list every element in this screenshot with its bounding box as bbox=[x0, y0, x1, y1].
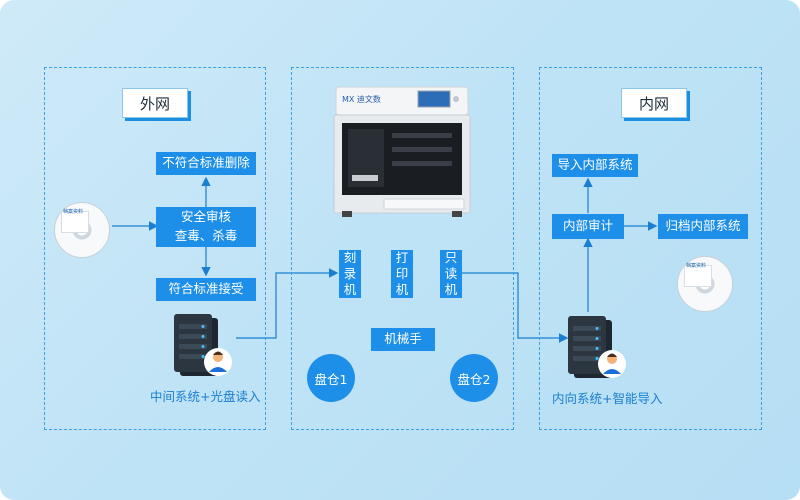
disc-bin-1: 盘仓1 bbox=[307, 354, 355, 402]
internal-audit-box: 内部审计 bbox=[552, 214, 624, 239]
accept-box: 符合标准接受 bbox=[156, 278, 256, 301]
reader-box: 只 读 机 bbox=[440, 250, 462, 298]
server-user-icon-inner bbox=[568, 316, 626, 378]
disc-bin-2: 盘仓2 bbox=[450, 354, 498, 402]
inner-network-panel bbox=[539, 67, 762, 430]
edge-reader-to-inner-server bbox=[462, 272, 569, 343]
inner-caption: 内向系统+智能导入 bbox=[552, 391, 663, 406]
reject-delete-box: 不符合标准删除 bbox=[156, 152, 256, 175]
printer-box: 打 印 机 bbox=[391, 250, 413, 298]
import-system-box: 导入内部系统 bbox=[552, 154, 638, 177]
machine-brand: MX 迪文数 bbox=[342, 94, 381, 104]
security-audit-box: 安全审核 查毒、杀毒 bbox=[156, 207, 256, 247]
disc-icon-inner: 档案资料 bbox=[677, 256, 733, 312]
archive-system-box: 归档内部系统 bbox=[658, 214, 748, 239]
robot-arm-box: 机械手 bbox=[371, 328, 435, 351]
outer-network-panel bbox=[44, 67, 266, 430]
inner-network-title: 内网 bbox=[621, 88, 687, 118]
disc-icon-outer: 档案资料 bbox=[54, 202, 110, 258]
disc-label-inner: 档案资料 bbox=[686, 263, 707, 269]
disc-label: 档案资料 bbox=[63, 209, 84, 215]
server-user-icon-outer bbox=[174, 314, 232, 376]
burner-box: 刻 录 机 bbox=[339, 250, 361, 298]
disc-publisher-machine-icon: MX 迪文数 bbox=[333, 86, 471, 217]
outer-network-title: 外网 bbox=[122, 88, 188, 118]
outer-caption: 中间系统+光盘读入 bbox=[150, 389, 261, 404]
middle-device-panel bbox=[291, 67, 514, 430]
edge-server-to-burner bbox=[236, 268, 339, 339]
